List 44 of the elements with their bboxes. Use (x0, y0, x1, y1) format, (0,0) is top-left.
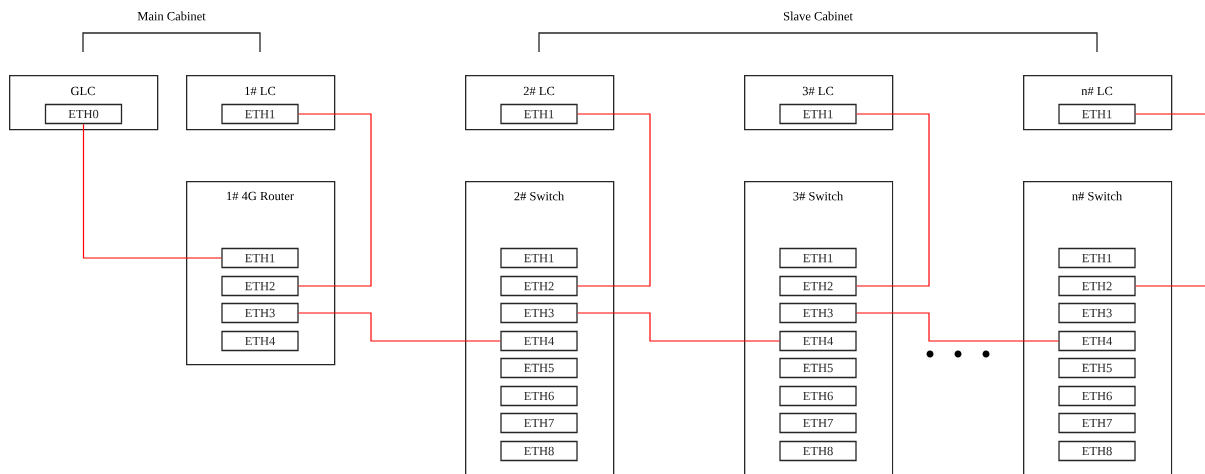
port-box: ETH8 (779, 440, 857, 462)
port-box: ETH3 (1058, 302, 1136, 324)
port-box: ETH1 (221, 247, 299, 269)
port-box: ETH8 (500, 440, 578, 462)
port-box: ETH4 (500, 330, 578, 352)
cabinet-label: Slave Cabinet (783, 11, 853, 21)
cable-line (1135, 285, 1205, 287)
port-box: ETH2 (1058, 275, 1136, 297)
port-box: ETH1 (500, 247, 578, 269)
cable-line (856, 312, 1059, 342)
port-box: ETH1 (221, 103, 299, 125)
cable-line (1135, 113, 1205, 115)
port-box: ETH1 (500, 103, 578, 125)
port-box: ETH3 (500, 302, 578, 324)
cable-line (856, 113, 930, 287)
port-box: ETH1 (1058, 247, 1136, 269)
port-box: ETH5 (1058, 357, 1136, 379)
cable-line (82, 123, 222, 259)
port-box: ETH3 (221, 302, 299, 324)
port-box: ETH8 (1058, 440, 1136, 462)
port-box: ETH2 (779, 275, 857, 297)
port-box: ETH1 (1058, 103, 1136, 125)
cable-line (298, 113, 372, 287)
port-box: ETH1 (779, 247, 857, 269)
port-box: ETH3 (779, 302, 857, 324)
cable-line (298, 312, 501, 342)
port-box: ETH1 (779, 103, 857, 125)
port-box: ETH4 (779, 330, 857, 352)
port-box: ETH4 (221, 330, 299, 352)
port-box: ETH6 (779, 385, 857, 407)
port-box: ETH4 (1058, 330, 1136, 352)
port-box: ETH7 (1058, 412, 1136, 434)
cable-line (577, 312, 780, 342)
port-box: ETH5 (779, 357, 857, 379)
port-box: ETH7 (779, 412, 857, 434)
cabinet-label: Main Cabinet (137, 11, 206, 21)
port-box: ETH6 (1058, 385, 1136, 407)
port-box: ETH0 (44, 103, 123, 125)
port-box: ETH5 (500, 357, 578, 379)
cable-line (577, 113, 651, 287)
port-box: ETH2 (221, 275, 299, 297)
port-box: ETH6 (500, 385, 578, 407)
port-box: ETH2 (500, 275, 578, 297)
port-box: ETH7 (500, 412, 578, 434)
